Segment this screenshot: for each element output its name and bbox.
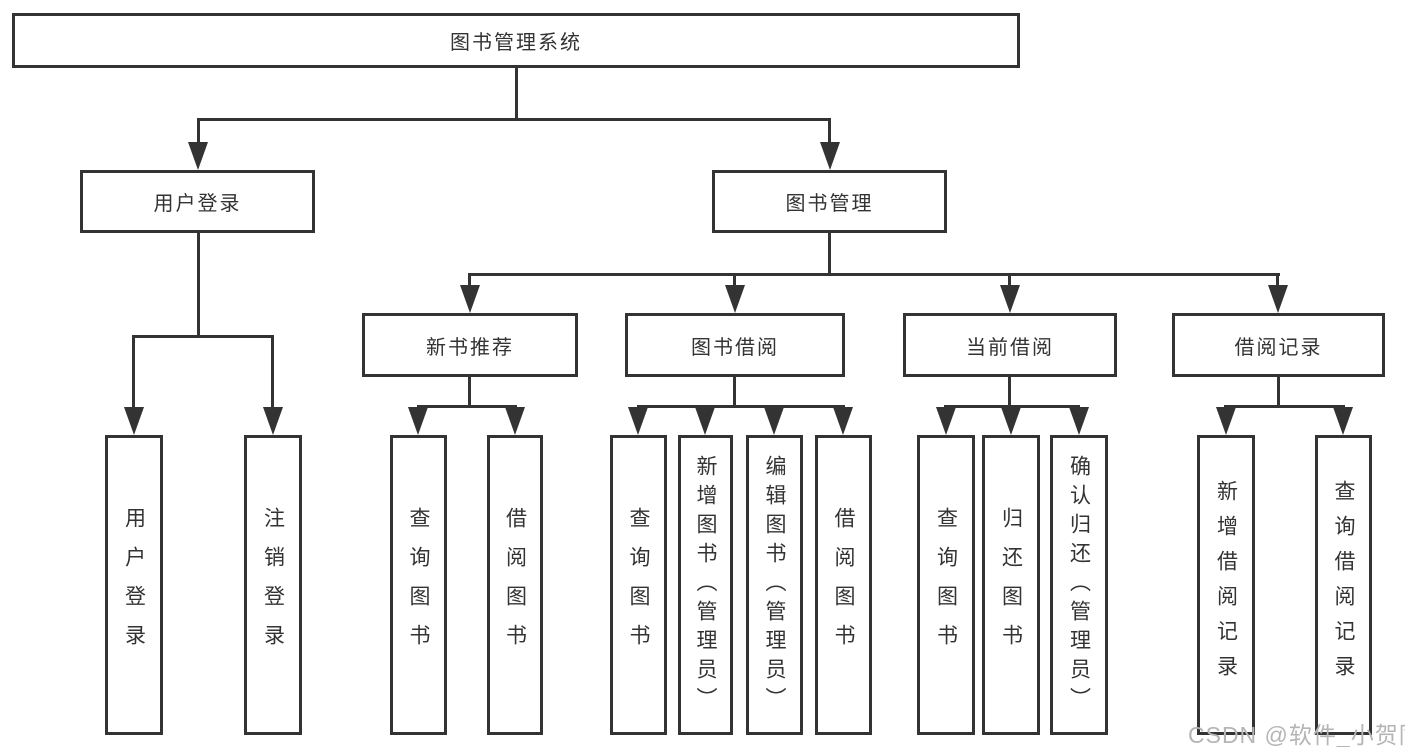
connector-line xyxy=(1008,377,1011,405)
leaf-query-books-recommend: 查询图书 xyxy=(390,435,447,735)
connector-line xyxy=(828,118,831,150)
connector-line xyxy=(468,273,1280,276)
leaf-return-books: 归还图书 xyxy=(982,435,1040,735)
connector-arrow xyxy=(1000,285,1020,313)
leaf-borrow-books-recommend: 借阅图书 xyxy=(487,435,543,735)
connector-arrow xyxy=(833,407,853,435)
connector-line xyxy=(733,377,736,405)
connector-line xyxy=(515,68,518,118)
connector-arrow xyxy=(263,407,283,435)
connector-arrow xyxy=(628,407,648,435)
leaf-add-borrow-record: 新增借阅记录 xyxy=(1197,435,1255,735)
connector-line xyxy=(1224,405,1345,408)
leaf-logout: 注销登录 xyxy=(244,435,302,735)
leaf-query-borrow-record: 查询借阅记录 xyxy=(1315,435,1372,735)
node-library-management-system: 图书管理系统 xyxy=(12,13,1020,68)
connector-arrow xyxy=(188,142,208,170)
connector-line xyxy=(197,118,831,121)
connector-line xyxy=(1276,273,1279,289)
connector-arrow xyxy=(408,407,428,435)
leaf-user-login: 用户登录 xyxy=(105,435,163,735)
connector-line xyxy=(733,273,736,289)
leaf-query-books-current: 查询图书 xyxy=(917,435,975,735)
node-book-management: 图书管理 xyxy=(712,170,947,233)
connector-arrow xyxy=(695,407,715,435)
leaf-borrow-books: 借阅图书 xyxy=(815,435,872,735)
watermark: CSDN @软件_小贺同学 xyxy=(1188,722,1405,747)
leaf-query-books-borrow: 查询图书 xyxy=(610,435,667,735)
connector-arrow xyxy=(725,285,745,313)
connector-line xyxy=(468,377,471,405)
connector-arrow xyxy=(1268,285,1288,313)
connector-line xyxy=(132,335,274,338)
connector-arrow xyxy=(505,407,525,435)
connector-line xyxy=(197,118,200,150)
node-borrow-records: 借阅记录 xyxy=(1172,313,1385,377)
connector-line xyxy=(637,405,845,408)
connector-arrow xyxy=(1333,407,1353,435)
connector-line xyxy=(1277,377,1280,405)
connector-arrow xyxy=(460,285,480,313)
connector-line xyxy=(271,335,274,410)
connector-arrow xyxy=(936,407,956,435)
node-new-book-recommend: 新书推荐 xyxy=(362,313,578,377)
connector-arrow xyxy=(820,142,840,170)
leaf-confirm-return-admin: 确认归还（管理员） xyxy=(1050,435,1108,735)
connector-line xyxy=(468,273,471,289)
connector-arrow xyxy=(1001,407,1021,435)
connector-line xyxy=(944,405,1080,408)
node-book-borrow: 图书借阅 xyxy=(625,313,845,377)
connector-line xyxy=(417,405,517,408)
connector-arrow xyxy=(1069,407,1089,435)
connector-arrow xyxy=(1216,407,1236,435)
connector-line xyxy=(1008,273,1011,289)
connector-arrow xyxy=(764,407,784,435)
leaf-add-book-admin: 新增图书（管理员） xyxy=(678,435,733,735)
connector-arrow xyxy=(124,407,144,435)
connector-line xyxy=(197,233,200,335)
node-user-login: 用户登录 xyxy=(80,170,315,233)
leaf-edit-book-admin: 编辑图书（管理员） xyxy=(746,435,803,735)
connector-line xyxy=(132,335,135,410)
node-current-borrow: 当前借阅 xyxy=(903,313,1117,377)
connector-line xyxy=(828,233,831,273)
